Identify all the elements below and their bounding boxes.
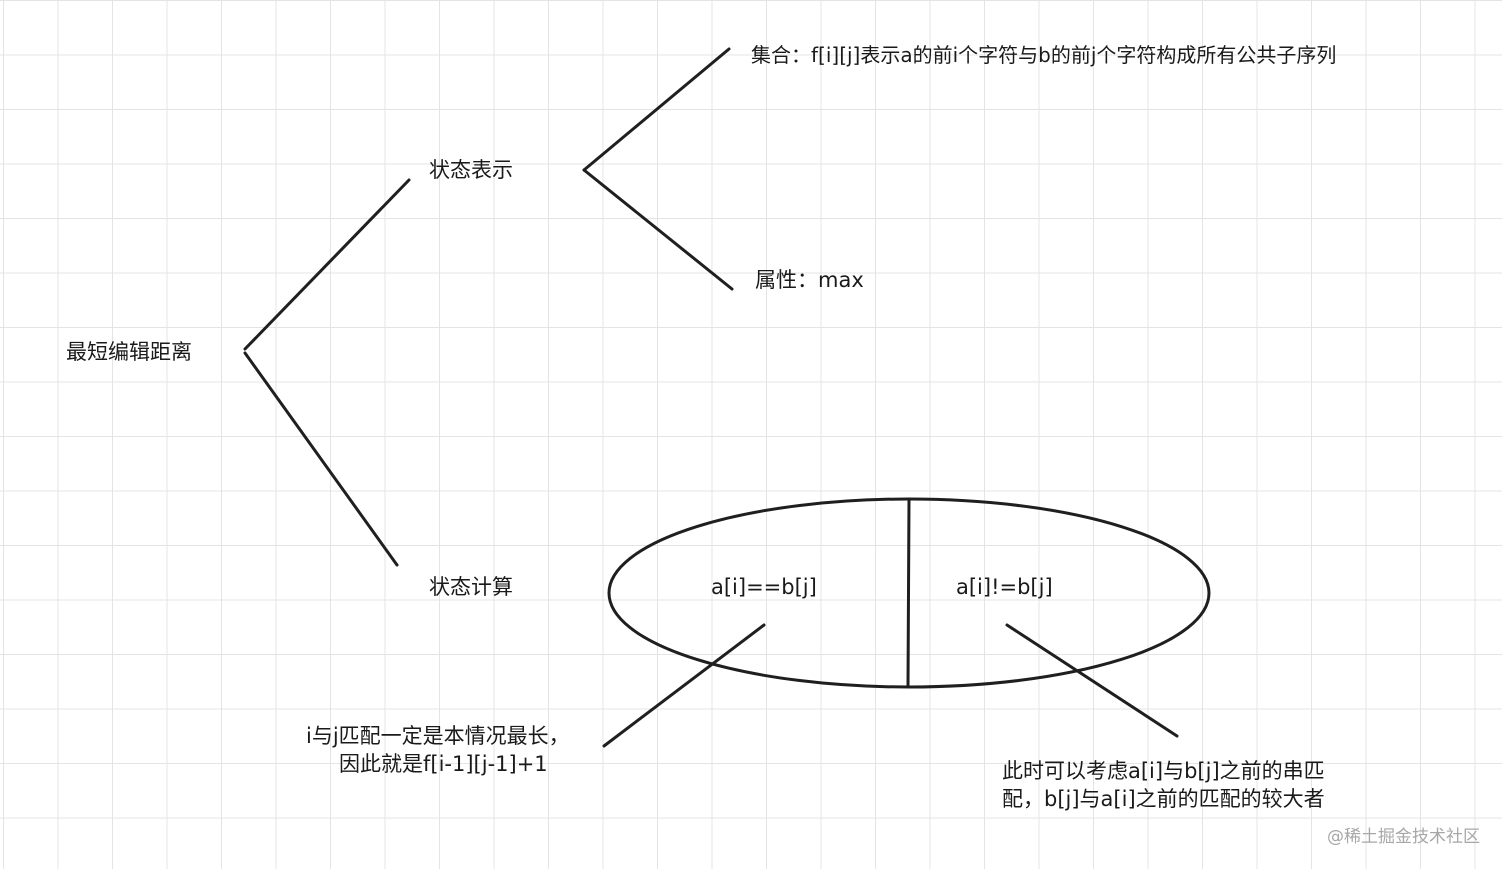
- ellipse-divider: [906, 498, 911, 688]
- edge-state-repr-to-attribute: [582, 168, 734, 291]
- case-equal-label: a[i]==b[j]: [711, 575, 817, 599]
- case-not-equal-label: a[i]!=b[j]: [956, 575, 1053, 599]
- root-node-label: 最短编辑距离: [66, 340, 192, 364]
- edge-not-equal-to-note: [1005, 623, 1179, 738]
- equal-case-note-line1: i与j匹配一定是本情况最长，: [306, 724, 570, 748]
- equal-case-note: i与j匹配一定是本情况最长， 因此就是f[i-1][j-1]+1: [306, 722, 570, 778]
- attribute-label: 属性：max: [755, 268, 864, 292]
- edge-root-to-state-repr: [243, 178, 411, 351]
- set-definition-label: 集合：f[i][j]表示a的前i个字符与b的前j个字符构成所有公共子序列: [751, 43, 1337, 67]
- not-equal-case-note-line2: 配，b[j]与a[i]之前的匹配的较大者: [1002, 787, 1325, 811]
- state-representation-label: 状态表示: [429, 158, 513, 182]
- edge-state-repr-to-set: [582, 47, 731, 172]
- watermark-text: @稀土掘金技术社区: [1327, 827, 1480, 847]
- state-computation-label: 状态计算: [429, 575, 513, 599]
- edge-root-to-state-calc: [243, 351, 399, 567]
- edge-equal-to-note: [602, 623, 766, 748]
- not-equal-case-note: 此时可以考虑a[i]与b[j]之前的串匹 配，b[j]与a[i]之前的匹配的较大…: [1002, 757, 1325, 813]
- not-equal-case-note-line1: 此时可以考虑a[i]与b[j]之前的串匹: [1002, 759, 1325, 783]
- equal-case-note-line2: 因此就是f[i-1][j-1]+1: [339, 752, 548, 776]
